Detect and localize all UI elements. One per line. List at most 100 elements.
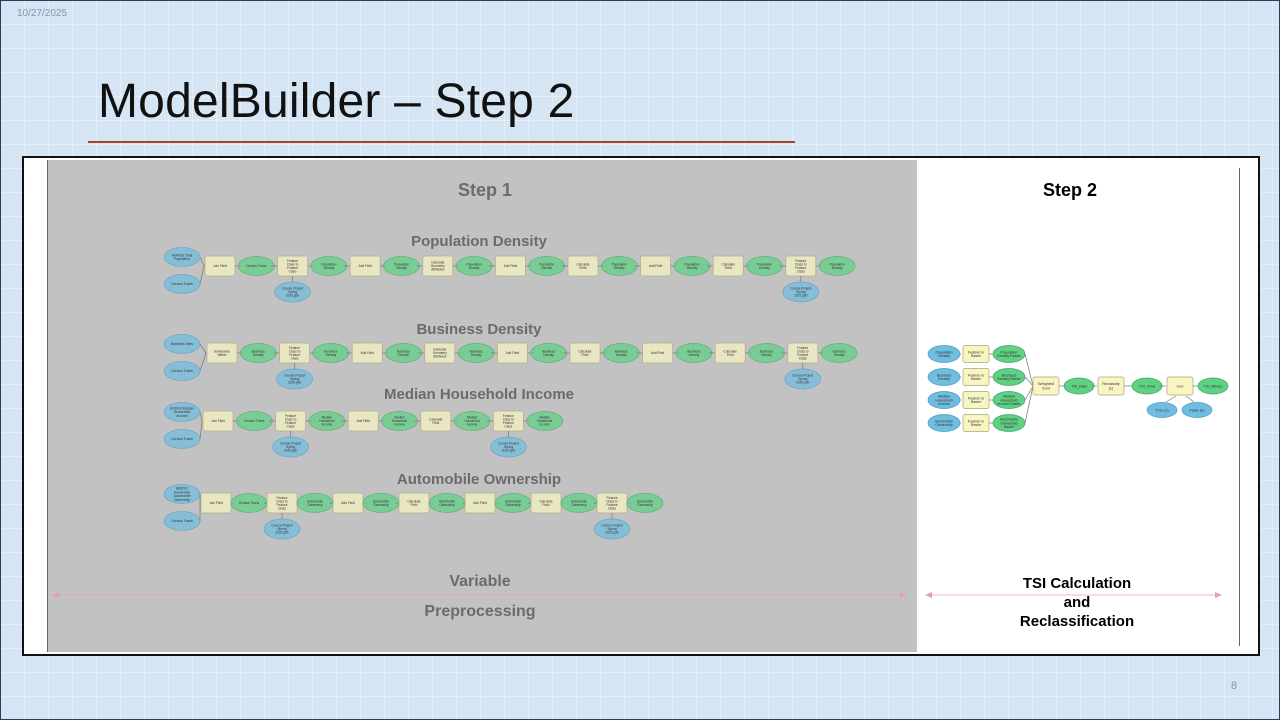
arrow-preprocessing-head-right	[900, 592, 907, 598]
pop-connector-input-1	[199, 256, 205, 267]
panel-left-divider	[47, 160, 48, 652]
bus-step-8-label: Add Field	[506, 351, 520, 355]
inc-connector-input-1	[199, 411, 203, 422]
s2-link-c-3	[1024, 385, 1034, 424]
slide-date: 10/27/2025	[17, 8, 68, 19]
s2-chain-3-label: TSI_Final	[1139, 384, 1155, 388]
auto-gdb-0-node	[263, 518, 301, 540]
bus-step-17-node	[820, 343, 858, 363]
bus-gdb-1-node	[784, 368, 822, 390]
pop-input-tracts-label: Census Tracts	[171, 282, 193, 286]
pop-gdb-0-node	[274, 281, 311, 303]
auto-step-4-label: Add Field	[341, 501, 355, 505]
caption-tsi-calculation: TSI Calculation and Reclassification	[990, 574, 1164, 631]
inc-input-tracts-label: Census Tracts	[171, 437, 193, 441]
s2-chain-5-node	[1197, 377, 1229, 395]
auto-step-8-label: Add Field	[473, 501, 487, 505]
arrow-tsi-head-right	[1215, 592, 1222, 598]
pop-connector-input-2	[199, 265, 205, 285]
s2-con-true-link	[1165, 395, 1177, 403]
pop-step-12-label: Add Field	[649, 264, 663, 268]
caption-tsi-line-2: and	[1063, 594, 1091, 611]
section-median-household-income: Median Household Income	[383, 386, 575, 403]
panel-right-divider	[1239, 168, 1240, 646]
auto-step-1-label: Census Tracts	[239, 501, 260, 505]
arrow-preprocessing-head-left	[52, 592, 59, 598]
inc-gdb-0-node	[272, 436, 309, 458]
inc-step-0-label: Join Field	[211, 419, 225, 423]
section-population-density: Population Density	[411, 233, 547, 250]
step1-label: Step 1	[457, 180, 513, 200]
bus-step-4-label: Add Field	[360, 351, 374, 355]
bus-input-tracts-label: Census Tracts	[171, 369, 193, 373]
page-number: 8	[1231, 680, 1238, 692]
bus-input-primary-label: Business Sites	[171, 342, 194, 346]
s2-chain-5-label: TSI_Binary	[1204, 384, 1223, 388]
bus-gdb-0-node	[276, 368, 313, 390]
inc-gdb-1-node	[490, 436, 527, 458]
s2-chain-4-label: Con	[1177, 384, 1184, 388]
section-business-density: Business Density	[416, 321, 542, 338]
inc-step-9-node	[526, 411, 564, 431]
pop-step-8-label: Add Field	[504, 264, 518, 268]
s2-link-c-0	[1024, 353, 1034, 387]
title-underline	[88, 141, 795, 143]
bus-step-12-label: Add Field	[651, 351, 665, 355]
inc-connector-input-2	[199, 420, 203, 440]
s2-con-false-link	[1185, 395, 1195, 403]
bus-connector-input-2	[199, 352, 207, 372]
caption-tsi-line-1: TSI Calculation	[1022, 575, 1132, 592]
auto-step-0-label: Join Field	[209, 501, 223, 505]
step2-label: Step 2	[1042, 180, 1098, 200]
s2-con-false-label: False (0)	[1190, 408, 1206, 412]
s2-chain-1-label: TSI_Raw	[1071, 384, 1087, 388]
